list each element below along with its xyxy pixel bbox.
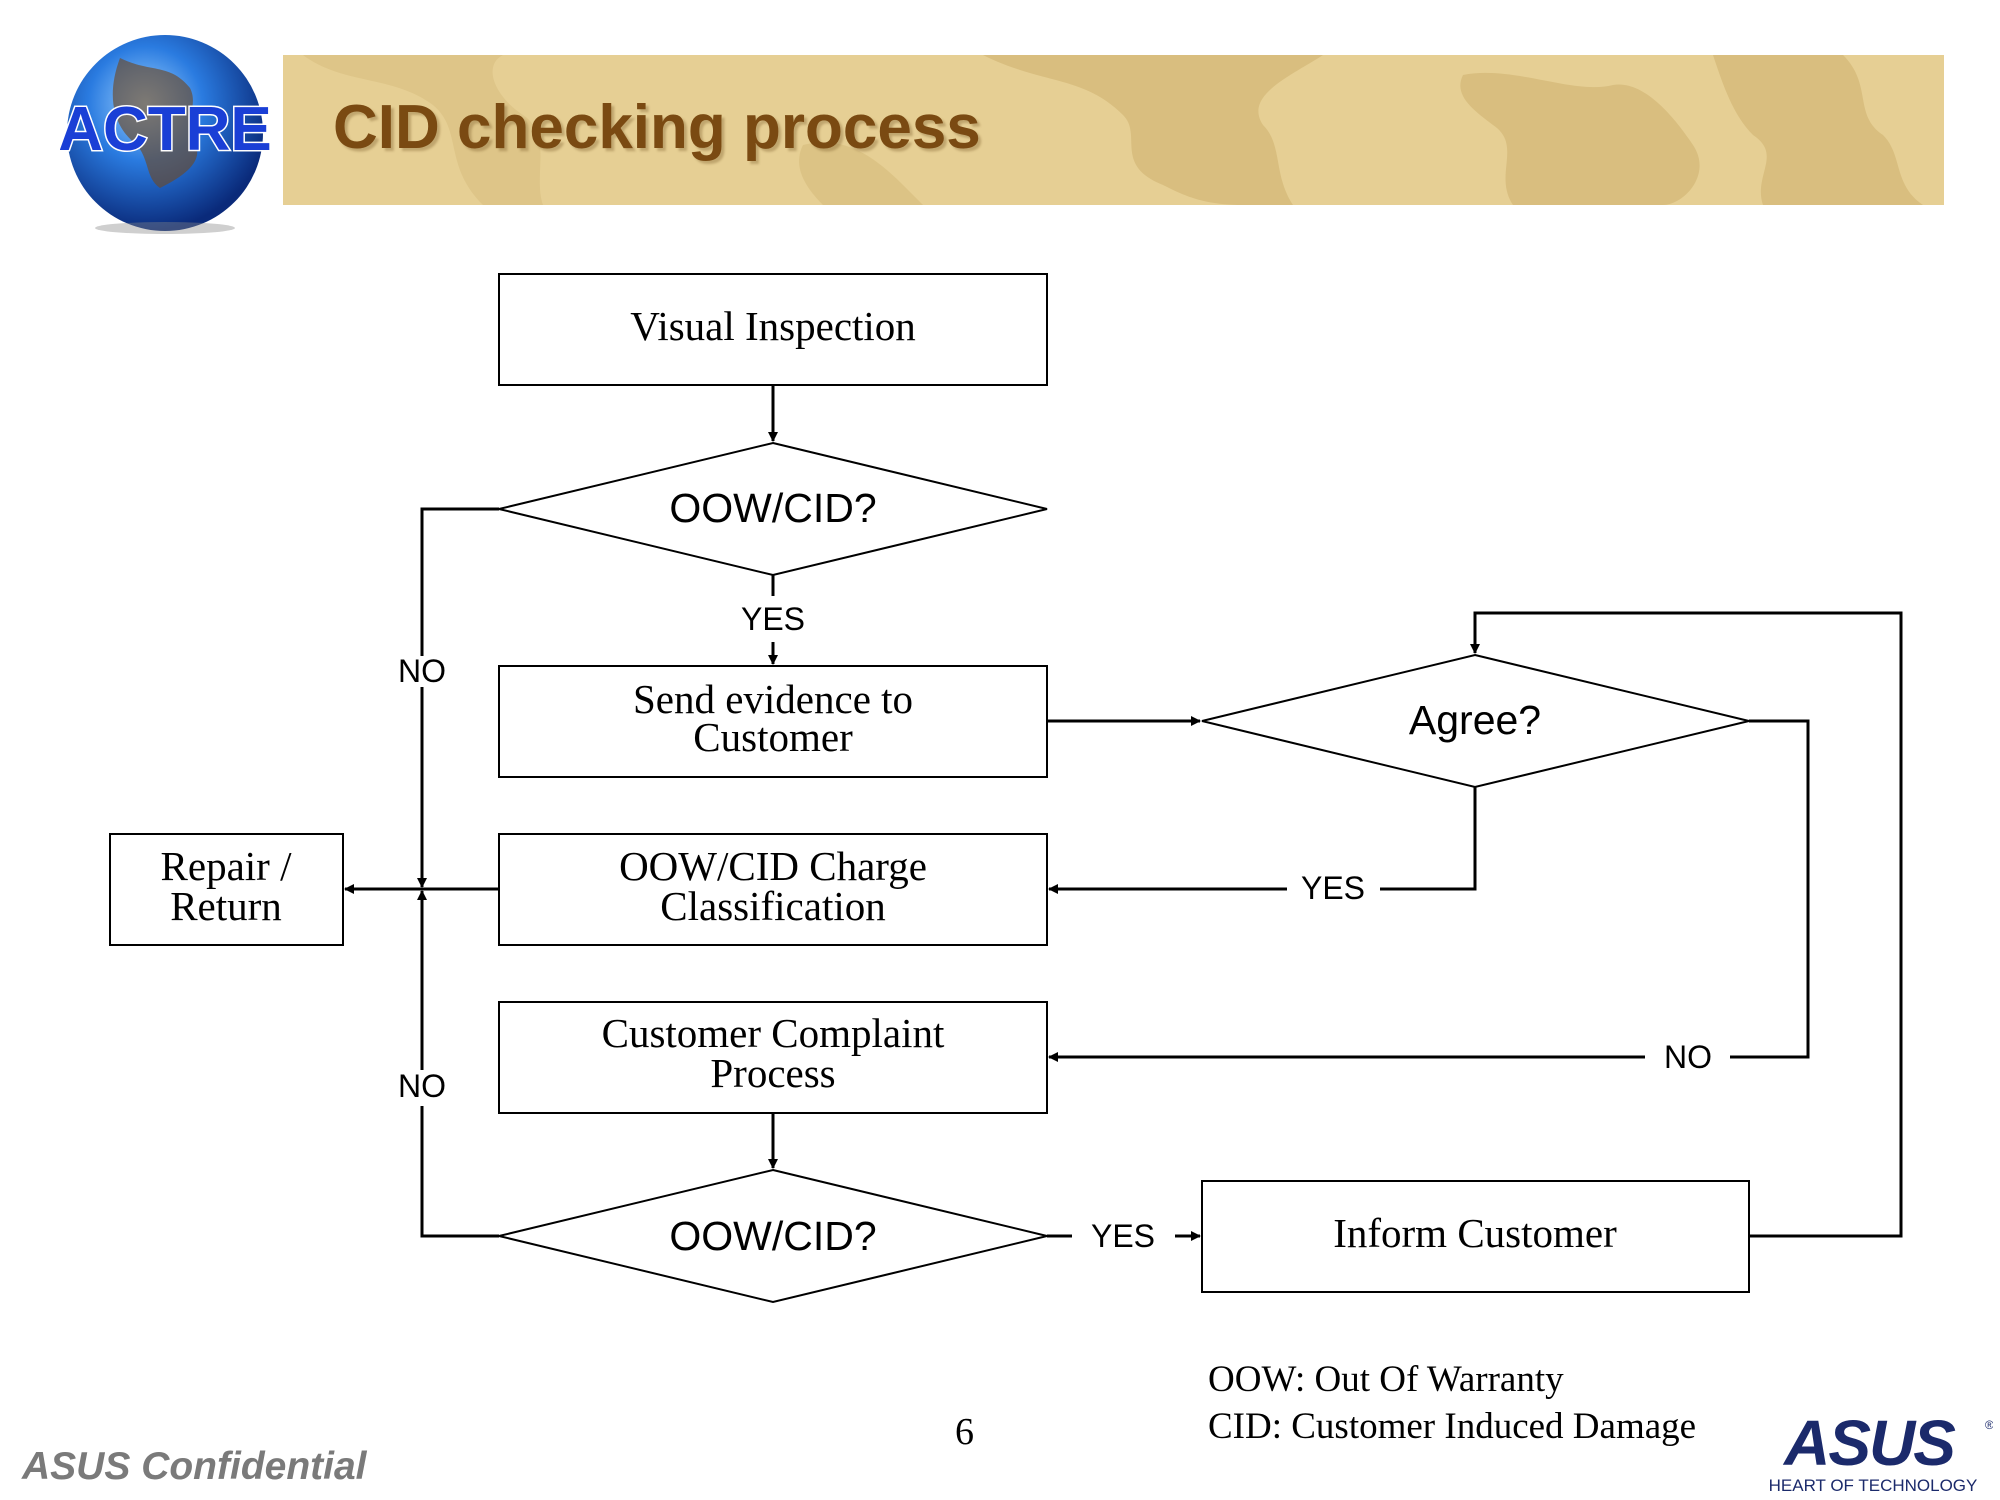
complaint-process-label-line1: Customer Complaint: [602, 1010, 945, 1056]
brand-text: ASUS: [1782, 1415, 1956, 1479]
repair-return-label-line2: Return: [170, 883, 282, 929]
brand-tagline: HEART OF TECHNOLOGY: [1769, 1476, 1978, 1495]
edge-label-no-agree: NO: [1664, 1039, 1712, 1075]
edge-decision2-no-a: [420, 1106, 499, 1238]
world-map-icon: [303, 55, 1923, 205]
edge-decision1-no: [420, 507, 499, 656]
send-evidence-label-line2: Customer: [693, 714, 853, 760]
charge-classification-box: [498, 833, 1048, 946]
page-title: CID checking process: [333, 93, 981, 162]
visual-inspection-label: Visual Inspection: [630, 303, 916, 349]
legend-cid: CID: Customer Induced Damage: [1208, 1406, 1697, 1447]
edge-label-yes-send: YES: [741, 601, 805, 637]
inform-customer-label: Inform Customer: [1333, 1210, 1617, 1256]
edge-label-yes-agree: YES: [1301, 870, 1365, 906]
visual-inspection-box: [498, 273, 1048, 386]
edge-label-yes-inform: YES: [1091, 1218, 1155, 1254]
header-banner: [283, 55, 1944, 205]
globe-logo-icon: ACTRE: [60, 35, 270, 234]
repair-return-box: [109, 833, 344, 946]
edge-agree-no-a: [1730, 719, 1810, 1059]
decision-oow-cid-1-label: OOW/CID?: [669, 485, 876, 531]
send-evidence-box: [498, 665, 1048, 778]
charge-classification-label-line1: OOW/CID Charge: [619, 843, 927, 889]
charge-classification-label-line2: Classification: [660, 883, 885, 929]
decision-oow-cid-2: [498, 1168, 1048, 1304]
decision-oow-cid-2-label: OOW/CID?: [669, 1213, 876, 1259]
registered-mark-icon: ®: [1985, 1418, 1993, 1432]
complaint-process-label-line2: Process: [710, 1050, 835, 1096]
page-number: 6: [955, 1411, 974, 1453]
edge-inform-loop: [1470, 611, 1903, 1238]
complaint-process-box: [498, 1001, 1048, 1114]
legend-oow: OOW: Out Of Warranty: [1208, 1359, 1564, 1400]
edge-agree-yes-a: [1380, 787, 1477, 891]
edge-label-no-top: NO: [398, 653, 446, 689]
confidential-notice: ASUS Confidential: [22, 1445, 367, 1488]
send-evidence-label-line1: Send evidence to: [633, 676, 913, 722]
asus-logo-icon: ASUS ® HEART OF TECHNOLOGY: [1769, 1415, 1993, 1495]
inform-customer-box: [1201, 1180, 1750, 1293]
logo-text: ACTRE: [60, 95, 270, 164]
repair-return-label-line1: Repair /: [161, 843, 293, 889]
edge-label-no-bottom: NO: [398, 1068, 446, 1104]
agree-label: Agree?: [1409, 697, 1541, 743]
